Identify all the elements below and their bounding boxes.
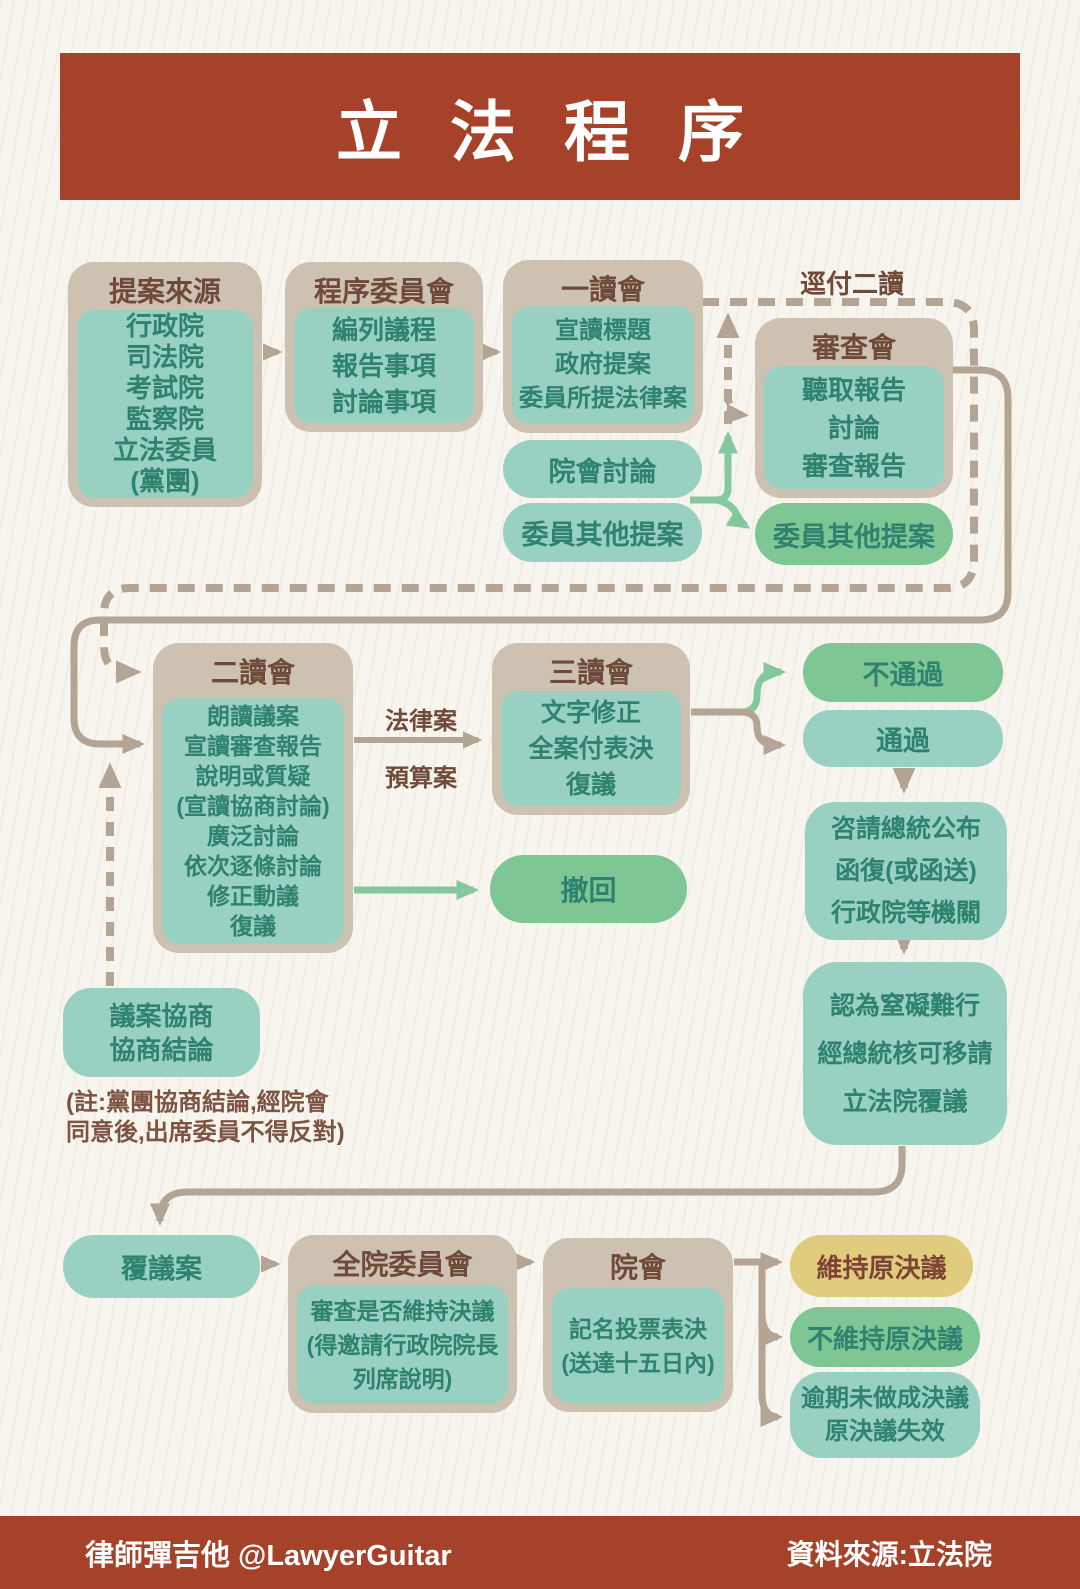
footer-credit: 律師彈吉他 @LawyerGuitar (85, 1539, 452, 1572)
note-line: 同意後,出席委員不得反對) (66, 1119, 345, 1146)
node-line: 宣讀審查報告 (184, 733, 322, 759)
node-label: 院會討論 (548, 456, 657, 487)
node-line: 審查報告 (801, 450, 906, 481)
node-label: 委員其他提案 (521, 520, 684, 550)
node-reconsideration-bill: 覆議案 (63, 1235, 260, 1298)
node-line: 文字修正 (540, 698, 641, 727)
footer-bar: 律師彈吉他 @LawyerGuitar 資料來源:立法院 (0, 1516, 1080, 1589)
node-line: (宣讀協商討論) (176, 793, 330, 819)
node-negotiation: 議案協商 協商結論 (63, 988, 260, 1077)
node-line: (得邀請行政院院長 (306, 1331, 499, 1358)
node-line: 立法院覆議 (842, 1087, 968, 1116)
node-line: 報告事項 (331, 350, 436, 381)
node-first-reading: 一讀會 宣讀標題 政府提案 委員所提法律案 (503, 260, 703, 433)
note-line: (註:黨團協商結論,經院會 (66, 1089, 329, 1116)
node-line: 朗讀議案 (207, 703, 299, 729)
node-line: 咨請總統公布 (830, 815, 981, 843)
node-line: 依次逐條討論 (184, 853, 322, 879)
label-budget-bill: 預算案 (385, 765, 457, 792)
node-second-reading-body: 朗讀議案 宣讀審查報告 說明或質疑 (宣讀協商討論) 廣泛討論 依次逐條討論 修… (162, 698, 344, 944)
node-member-other-proposals-2: 委員其他提案 (755, 503, 953, 565)
node-label: 覆議案 (121, 1254, 202, 1284)
node-uphold-original: 維持原決議 (790, 1235, 973, 1297)
node-proposal-sources-body: 行政院 司法院 考試院 監察院 立法委員 (黨團) (77, 310, 253, 498)
node-line: 司法院 (125, 342, 204, 372)
node-label: 不通過 (862, 660, 944, 690)
node-line: 全案付表決 (528, 734, 654, 763)
node-line: 討論事項 (331, 386, 436, 417)
node-label: 委員其他提案 (773, 521, 935, 552)
page-title: 立法程序 (336, 94, 792, 169)
node-line: 復議 (230, 913, 276, 939)
label-skip-to-second-reading: 逕付二讀 (800, 269, 905, 299)
node-line: 記名投票表決 (569, 1315, 707, 1342)
node-procedure-committee: 程序委員會 編列議程 報告事項 討論事項 (285, 262, 483, 432)
node-line: 委員所提法律案 (519, 385, 687, 412)
node-first-reading-body: 宣讀標題 政府提案 委員所提法律案 (512, 306, 694, 424)
node-third-reading-header: 三讀會 (548, 657, 633, 688)
node-line: 聽取報告 (801, 374, 906, 405)
node-first-reading-header: 一讀會 (560, 274, 645, 305)
node-line: 審查是否維持決議 (310, 1297, 495, 1324)
node-line: 編列議程 (331, 314, 436, 345)
node-label: 維持原決議 (816, 1252, 947, 1283)
node-review-committee-body: 聽取報告 討論 審查報告 (764, 366, 944, 489)
node-line: 廣泛討論 (207, 823, 299, 849)
node-plenary-body: 記名投票表決 (送達十五日內) (552, 1288, 724, 1403)
node-overdue: 逾期未做成決議 原決議失效 (790, 1372, 980, 1458)
node-line: 議案協商 (109, 1000, 214, 1031)
node-label: 不維持原決議 (806, 1323, 963, 1354)
node-line: 列席說明) (352, 1365, 453, 1392)
node-line: 修正動議 (207, 883, 299, 909)
node-line: (送達十五日內) (561, 1349, 715, 1376)
header-band: 立法程序 (60, 53, 1020, 200)
node-plenary-header: 院會 (609, 1252, 666, 1283)
node-president-promulgation: 咨請總統公布 函復(或函送) 行政院等機關 (805, 802, 1007, 940)
note-text: (註:黨團協商結論,經院會 同意後,出席委員不得反對) (66, 1088, 426, 1148)
node-not-passed: 不通過 (803, 643, 1003, 702)
node-third-reading-body: 文字修正 全案付表決 復議 (501, 691, 681, 806)
node-whole-house-committee-header: 全院委員會 (332, 1249, 473, 1280)
node-proposal-sources: 提案來源 行政院 司法院 考試院 監察院 立法委員 (黨團) (68, 262, 262, 507)
node-member-other-proposals-1: 委員其他提案 (503, 503, 702, 562)
node-label: 通過 (876, 726, 930, 756)
node-line: 說明或質疑 (195, 763, 311, 789)
node-line: 監察院 (125, 404, 204, 434)
node-line: 函復(或函送) (835, 857, 977, 885)
node-reconsideration-request: 認為窒礙難行 經總統核可移請 立法院覆議 (803, 962, 1007, 1145)
node-line: 行政院等機關 (830, 899, 981, 927)
node-line: 逾期未做成決議 (801, 1385, 969, 1412)
node-review-committee-header: 審查會 (811, 332, 896, 363)
node-plenary: 院會 記名投票表決 (送達十五日內) (543, 1238, 733, 1412)
node-line: 行政院 (125, 311, 204, 341)
node-line: 宣讀標題 (555, 317, 651, 344)
node-second-reading: 二讀會 朗讀議案 宣讀審查報告 說明或質疑 (宣讀協商討論) 廣泛討論 依次逐條… (153, 643, 353, 953)
node-procedure-committee-header: 程序委員會 (313, 276, 454, 307)
node-whole-house-committee-body: 審查是否維持決議 (得邀請行政院院長 列席說明) (297, 1285, 508, 1404)
node-passed: 通過 (803, 710, 1003, 767)
node-line: 協商結論 (109, 1034, 214, 1065)
node-review-committee: 審查會 聽取報告 討論 審查報告 (755, 318, 953, 498)
node-not-uphold-original: 不維持原決議 (790, 1307, 980, 1367)
node-whole-house-committee: 全院委員會 審查是否維持決議 (得邀請行政院院長 列席說明) (288, 1235, 517, 1413)
node-floor-discussion: 院會討論 (503, 440, 702, 498)
node-line: 認為窒礙難行 (829, 991, 980, 1020)
node-proposal-sources-header: 提案來源 (108, 276, 221, 307)
node-line: 原決議失效 (825, 1418, 945, 1445)
footer-source: 資料來源:立法院 (786, 1538, 992, 1570)
node-line: 經總統核可移請 (817, 1039, 993, 1068)
node-line: 討論 (827, 412, 880, 443)
node-third-reading: 三讀會 文字修正 全案付表決 復議 (492, 643, 690, 815)
node-withdraw: 撤回 (490, 855, 687, 923)
node-line: (黨團) (130, 466, 200, 496)
node-line: 政府提案 (555, 351, 651, 378)
node-label: 撤回 (560, 875, 617, 906)
node-line: 復議 (565, 770, 616, 799)
node-second-reading-header: 二讀會 (210, 657, 295, 688)
node-procedure-committee-body: 編列議程 報告事項 討論事項 (294, 308, 474, 423)
node-line: 立法委員 (112, 435, 217, 465)
node-line: 考試院 (125, 373, 204, 403)
label-law-bill: 法律案 (385, 708, 457, 735)
